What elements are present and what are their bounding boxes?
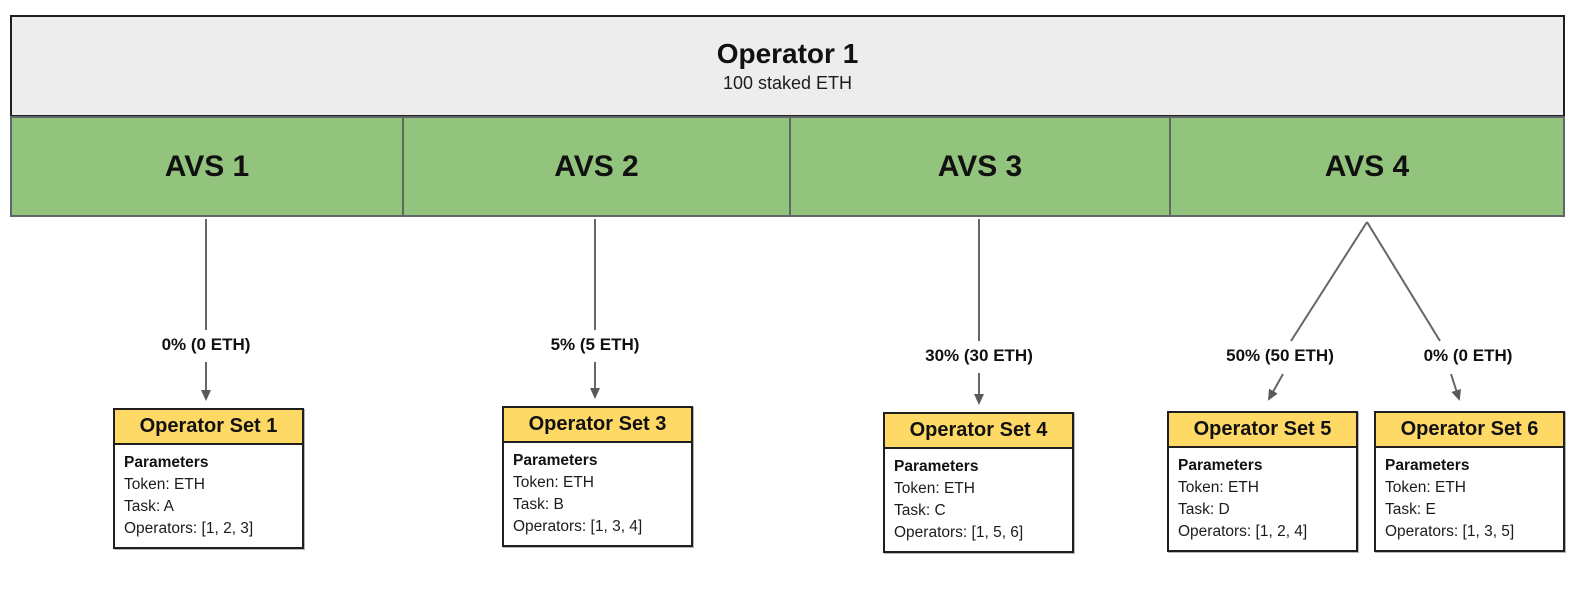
allocation-label-avs3: 30% (30 ETH) (922, 346, 1036, 366)
params-operators: Operators: [1, 3, 5] (1385, 523, 1515, 540)
operator-set-5-box: Operator Set 5 Parameters Token: ETH Tas… (1167, 411, 1358, 552)
operator-set-1-box: Operator Set 1 Parameters Token: ETH Tas… (113, 408, 304, 549)
operator-set-1-title: Operator Set 1 (113, 408, 304, 445)
allocation-label-avs1: 0% (0 ETH) (158, 335, 254, 355)
params-heading: Parameters (124, 454, 209, 471)
avs-segment-2: AVS 2 (404, 118, 791, 215)
params-task: Task: B (513, 496, 564, 513)
avs-segment-3: AVS 3 (791, 118, 1171, 215)
params-operators: Operators: [1, 5, 6] (894, 524, 1024, 541)
operator-title: Operator 1 (716, 38, 859, 70)
operator-set-3-params: Parameters Token: ETH Task: B Operators:… (502, 443, 693, 547)
params-task: Task: D (1178, 501, 1230, 518)
params-token: Token: ETH (1178, 479, 1259, 496)
avs-row: AVS 1 AVS 2 AVS 3 AVS 4 (10, 116, 1565, 217)
params-heading: Parameters (513, 452, 598, 469)
operator-set-6-title: Operator Set 6 (1374, 411, 1565, 448)
operator-set-6-box: Operator Set 6 Parameters Token: ETH Tas… (1374, 411, 1565, 552)
params-token: Token: ETH (894, 480, 975, 497)
avs-4-label: AVS 4 (1324, 149, 1410, 183)
operator-set-5-title: Operator Set 5 (1167, 411, 1358, 448)
operator-set-3-title: Operator Set 3 (502, 406, 693, 443)
params-heading: Parameters (894, 458, 979, 475)
params-token: Token: ETH (1385, 479, 1466, 496)
params-token: Token: ETH (513, 474, 594, 491)
params-task: Task: C (894, 502, 946, 519)
params-task: Task: E (1385, 501, 1436, 518)
params-operators: Operators: [1, 2, 3] (124, 520, 254, 537)
operator-set-4-title: Operator Set 4 (883, 412, 1074, 449)
operator-set-6-params: Parameters Token: ETH Task: E Operators:… (1374, 448, 1565, 552)
operator-box: Operator 1 100 staked ETH (10, 15, 1565, 117)
params-token: Token: ETH (124, 476, 205, 493)
params-heading: Parameters (1178, 457, 1263, 474)
params-operators: Operators: [1, 2, 4] (1178, 523, 1308, 540)
operator-stack: Operator 1 100 staked ETH AVS 1 AVS 2 AV… (10, 15, 1565, 217)
arrow-avs4-set5 (1268, 221, 1368, 401)
operator-set-3-box: Operator Set 3 Parameters Token: ETH Tas… (502, 406, 693, 547)
operator-stake: 100 staked ETH (722, 72, 853, 93)
params-heading: Parameters (1385, 457, 1470, 474)
avs-2-label: AVS 2 (554, 149, 639, 183)
avs-segment-4: AVS 4 (1171, 118, 1563, 215)
params-task: Task: A (124, 498, 174, 515)
operator-set-4-box: Operator Set 4 Parameters Token: ETH Tas… (883, 412, 1074, 553)
arrow-avs4-set6 (1366, 221, 1462, 401)
operator-set-5-params: Parameters Token: ETH Task: D Operators:… (1167, 448, 1358, 552)
operator-set-4-params: Parameters Token: ETH Task: C Operators:… (883, 449, 1074, 553)
params-operators: Operators: [1, 3, 4] (513, 518, 643, 535)
avs-3-label: AVS 3 (937, 149, 1023, 183)
avs-segment-1: AVS 1 (12, 118, 404, 215)
allocation-label-avs4-right: 0% (0 ETH) (1420, 346, 1516, 366)
operator-set-1-params: Parameters Token: ETH Task: A Operators:… (113, 445, 304, 549)
avs-1-label: AVS 1 (164, 149, 250, 183)
allocation-label-avs4-left: 50% (50 ETH) (1223, 346, 1337, 366)
allocation-label-avs2: 5% (5 ETH) (547, 335, 643, 355)
